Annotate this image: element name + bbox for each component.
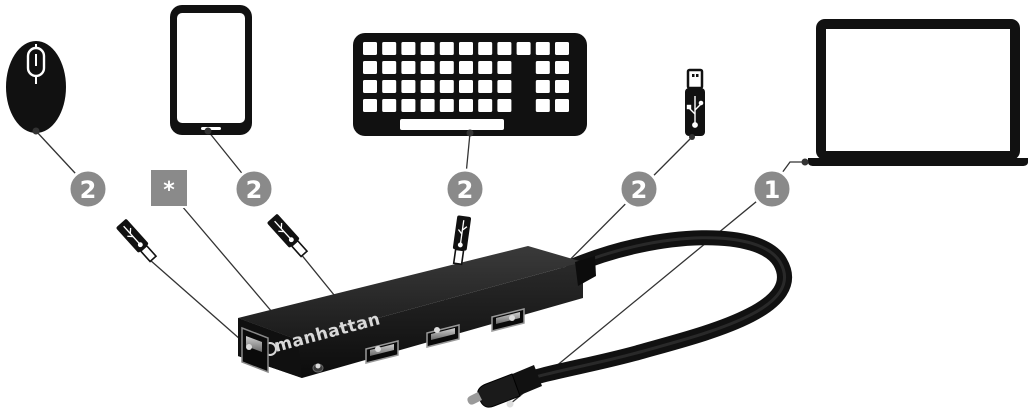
badge-keyboard: 2: [444, 168, 486, 210]
keyboard-key: [401, 61, 416, 74]
badge-laptop-label: 1: [764, 176, 781, 204]
keyboard-key: [401, 42, 416, 55]
keyboard-key: [459, 80, 473, 93]
badge-power-port-label: *: [163, 178, 175, 203]
keyboard-key: [459, 61, 473, 74]
keyboard-key: [535, 99, 550, 112]
usb-plug-icon-keyboard: [452, 215, 472, 266]
keyboard-key: [555, 42, 569, 55]
keyboard-key: [439, 61, 454, 74]
keyboard-key: [535, 42, 550, 55]
keyboard-key: [555, 99, 569, 112]
keyboard-key: [363, 42, 377, 55]
keyboard-key: [382, 61, 397, 74]
usb-plug-icon-tablet: [267, 214, 309, 258]
badge-tablet: 2: [233, 168, 275, 210]
keyboard-key: [497, 80, 512, 93]
badge-laptop: 1: [751, 168, 793, 210]
keyboard-key: [555, 61, 569, 74]
laptop-icon: [801, 19, 1028, 166]
mouse-icon: [6, 41, 66, 135]
keyboard-key: [478, 42, 493, 55]
keyboard-key: [497, 61, 512, 74]
keyboard-key: [420, 99, 435, 112]
keyboard-key: [363, 61, 377, 74]
keyboard-icon: [353, 33, 587, 137]
keyboard-key: [516, 42, 531, 55]
leader-mouse-bottom: [149, 259, 250, 348]
keyboard-key: [363, 99, 377, 112]
badge-mouse: 2: [67, 168, 109, 210]
badge-power-port: *: [149, 168, 189, 208]
usb-plug-icon-mouse: [116, 219, 158, 263]
keyboard-key: [420, 42, 435, 55]
usb-c-connector: [467, 365, 542, 408]
keyboard-key: [382, 99, 397, 112]
keyboard-key: [439, 42, 454, 55]
keyboard-key: [382, 80, 397, 93]
usb-a-port-2: [426, 324, 460, 348]
usb-flash-drive-icon: [685, 68, 705, 140]
badge-tablet-label: 2: [246, 176, 263, 204]
badge-keyboard-label: 2: [457, 176, 474, 204]
badge-flash-drive: 2: [618, 168, 660, 210]
tablet-icon: [170, 5, 252, 135]
keyboard-key: [401, 80, 416, 93]
power-port: [312, 363, 324, 373]
badge-mouse-label: 2: [80, 176, 97, 204]
keyboard-key: [478, 99, 493, 112]
keyboard-key: [420, 80, 435, 93]
keyboard-key: [478, 61, 493, 74]
keyboard-key: [555, 80, 569, 93]
keyboard-key: [382, 42, 397, 55]
usb-c-cable: [502, 230, 792, 393]
keyboard-key: [459, 99, 473, 112]
keyboard-key: [478, 80, 493, 93]
keyboard-key: [439, 99, 454, 112]
keyboard-key: [420, 61, 435, 74]
usb-hub: manhattan: [238, 246, 596, 378]
usb-a-port-left: [241, 326, 269, 374]
keyboard-key: [363, 80, 377, 93]
keyboard-key: [535, 80, 550, 93]
keyboard-key: [497, 42, 512, 55]
keyboard-key: [439, 80, 454, 93]
usb-a-port-1: [365, 340, 399, 364]
keyboard-key: [459, 42, 473, 55]
keyboard-key: [401, 99, 416, 112]
keyboard-key: [535, 61, 550, 74]
badge-flash-drive-label: 2: [631, 176, 648, 204]
keyboard-key: [497, 99, 512, 112]
usb-a-port-3: [491, 308, 525, 332]
